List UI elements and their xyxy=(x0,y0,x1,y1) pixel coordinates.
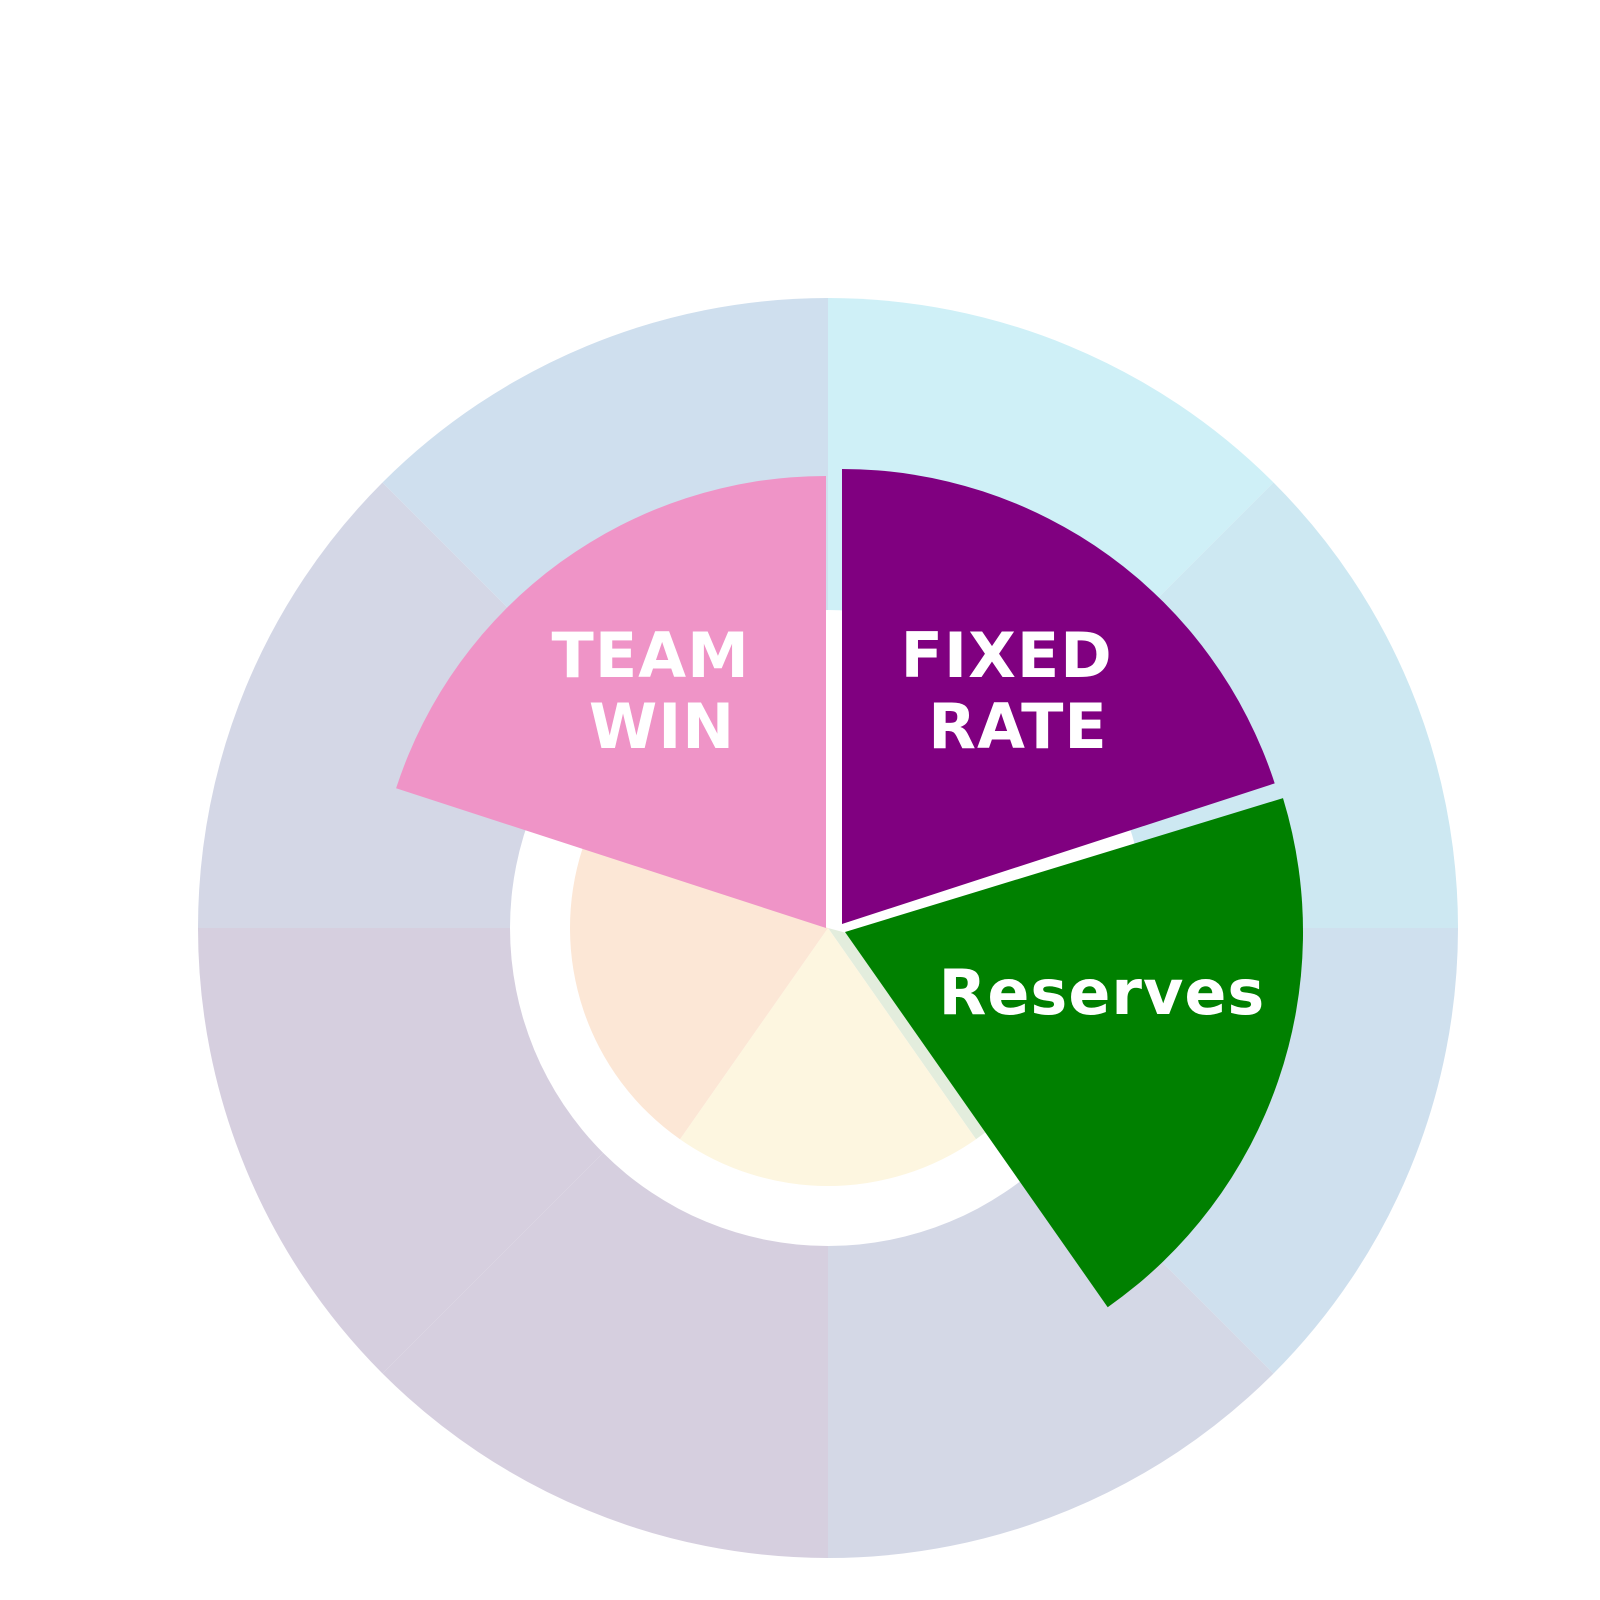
team-win-label-line-2: WIN xyxy=(589,690,735,763)
wedge-team-win[interactable] xyxy=(396,475,826,928)
wedge-fixed-rate[interactable] xyxy=(842,469,1275,924)
reserves-label: Reserves xyxy=(939,956,1266,1029)
inner-pie-sector xyxy=(680,928,976,1186)
team-win-label-line-1: TEAM xyxy=(552,619,750,692)
inner-pie-sector xyxy=(569,848,828,1140)
fixed-rate-label: FIXED RATE xyxy=(901,619,1136,763)
wedge-reserves[interactable] xyxy=(845,798,1304,1308)
team-win-label: TEAM WIN xyxy=(552,619,773,763)
fixed-rate-label-line-2: RATE xyxy=(928,690,1108,763)
reserves-label-line-1: Reserves xyxy=(939,956,1266,1029)
fixed-rate-label-line-1: FIXED xyxy=(901,619,1113,692)
